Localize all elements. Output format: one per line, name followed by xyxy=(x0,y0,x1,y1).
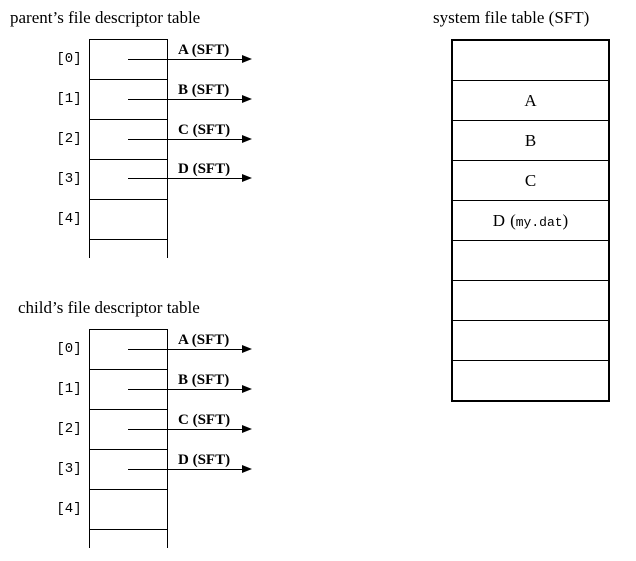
pointer-label: C (SFT) xyxy=(178,122,231,138)
sft-table-cell xyxy=(453,321,608,361)
parent-fd-table xyxy=(89,39,168,240)
arrow-line xyxy=(128,178,244,179)
pointer-label: B (SFT) xyxy=(178,372,230,388)
arrow-head xyxy=(242,425,252,433)
arrow-head xyxy=(242,385,252,393)
sft-table-cell-d: D(my.dat) xyxy=(453,201,608,241)
arrow-line xyxy=(128,59,244,60)
fd-index-label: [0] xyxy=(56,341,82,357)
arrow-head xyxy=(242,345,252,353)
fd-index-label: [2] xyxy=(56,131,82,147)
fd-table-cell xyxy=(90,80,167,120)
parent-table-title: parent’s file descriptor table xyxy=(10,8,201,27)
fd-index-label: [3] xyxy=(56,171,82,187)
fd-table-cell xyxy=(90,40,167,80)
fd-index-label: [4] xyxy=(56,211,82,227)
arrow-line xyxy=(128,429,244,430)
fd-table-cell xyxy=(90,200,167,240)
sft-table-cell xyxy=(453,361,608,400)
pointer-label: A (SFT) xyxy=(178,332,230,348)
arrow-line xyxy=(128,389,244,390)
arrow-head xyxy=(242,95,252,103)
sft-table-cell xyxy=(453,41,608,81)
fd-table-cell xyxy=(90,160,167,200)
arrow-line xyxy=(128,99,244,100)
sft-filename: my.dat xyxy=(515,215,563,230)
arrow-line xyxy=(128,469,244,470)
sft-table-cell xyxy=(453,281,608,321)
sft-table: A B C D(my.dat) xyxy=(451,39,610,402)
fd-table-open-tail xyxy=(89,530,168,548)
pointer-label: A (SFT) xyxy=(178,42,230,58)
sft-table-cell: B xyxy=(453,121,608,161)
sft-table-cell: C xyxy=(453,161,608,201)
pointer-label: D (SFT) xyxy=(178,161,231,177)
arrow-line xyxy=(128,349,244,350)
fd-index-label: [1] xyxy=(56,91,82,107)
pointer-label: C (SFT) xyxy=(178,412,231,428)
arrow-head xyxy=(242,55,252,63)
arrow-line xyxy=(128,139,244,140)
fd-table-cell xyxy=(90,410,167,450)
fd-table-cell xyxy=(90,330,167,370)
child-fd-table xyxy=(89,329,168,530)
child-table-title: child’s file descriptor table xyxy=(18,298,200,317)
sft-table-cell: A xyxy=(453,81,608,121)
sft-open-paren: ( xyxy=(510,211,516,230)
pointer-label: B (SFT) xyxy=(178,82,230,98)
fd-table-open-tail xyxy=(89,240,168,258)
fd-index-label: [2] xyxy=(56,421,82,437)
fd-index-label: [1] xyxy=(56,381,82,397)
pointer-label: D (SFT) xyxy=(178,452,231,468)
arrow-head xyxy=(242,465,252,473)
sft-table-cell xyxy=(453,241,608,281)
fd-index-label: [3] xyxy=(56,461,82,477)
fd-index-label: [4] xyxy=(56,501,82,517)
fd-table-cell xyxy=(90,450,167,490)
sft-title: system file table (SFT) xyxy=(433,8,590,27)
fd-table-cell xyxy=(90,490,167,530)
fd-table-cell xyxy=(90,370,167,410)
sft-close-paren: ) xyxy=(562,211,569,230)
arrow-head xyxy=(242,174,252,182)
fd-table-cell xyxy=(90,120,167,160)
sft-entry-letter: D xyxy=(492,211,506,230)
fd-index-label: [0] xyxy=(56,51,82,67)
arrow-head xyxy=(242,135,252,143)
